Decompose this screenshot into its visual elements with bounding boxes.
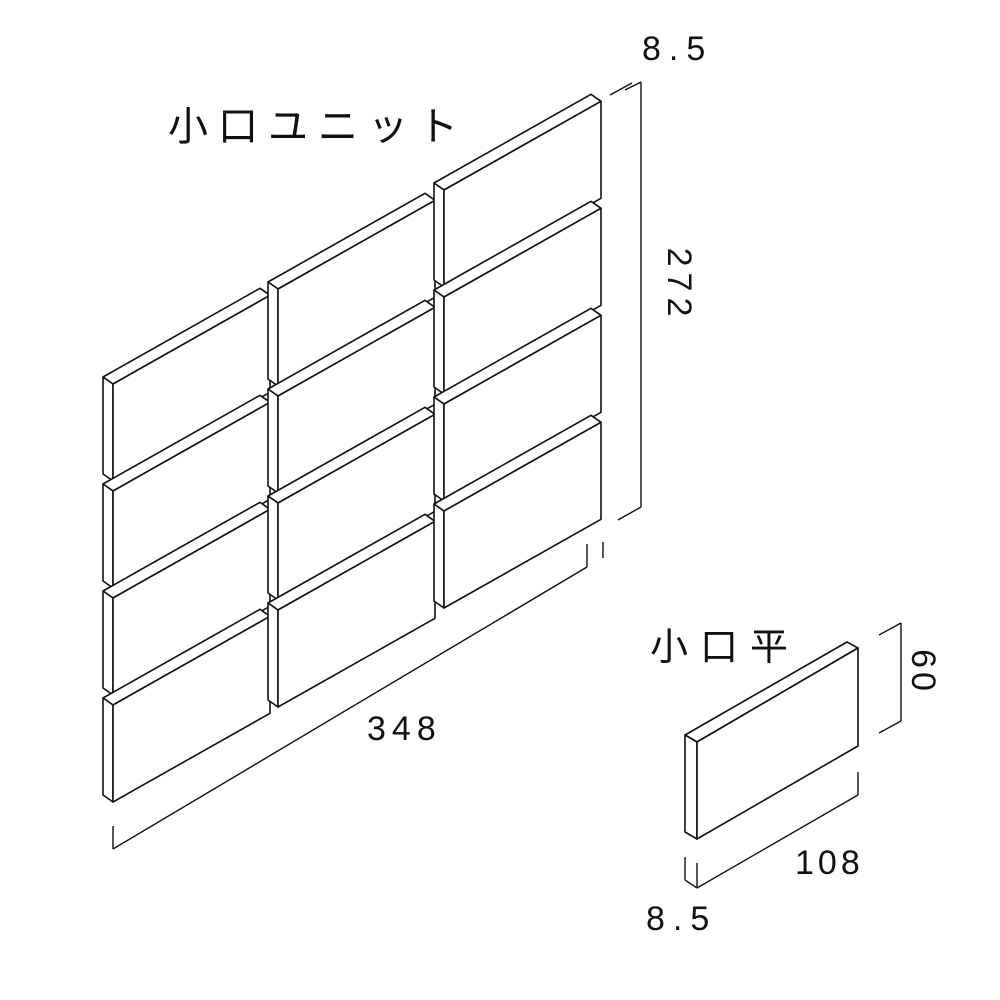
tile-side-edge	[267, 495, 279, 601]
unit-panel-title: 小口ユニット	[168, 104, 468, 150]
tile-face	[443, 421, 602, 609]
tile-side-edge	[267, 388, 279, 494]
single-tile	[684, 641, 859, 840]
tile-face	[112, 615, 271, 803]
unit-thickness-label: 8.5	[642, 30, 713, 68]
tile-side-edge	[267, 602, 279, 708]
tile-side-edge	[102, 697, 114, 803]
tile-side-edge	[433, 289, 445, 395]
single-tile-dimensions	[684, 622, 902, 889]
tile	[433, 93, 602, 288]
tile-side-edge	[102, 590, 114, 696]
tile-side-edge	[102, 483, 114, 589]
tile-side-edge	[267, 281, 279, 387]
tile-face	[443, 207, 602, 395]
tile	[267, 406, 436, 601]
tile	[102, 608, 271, 803]
tile-face	[443, 314, 602, 502]
single-tile-title: 小口平	[650, 625, 800, 669]
tile-side-edge	[433, 396, 445, 502]
tile-side-edge	[102, 376, 114, 482]
unit-width-label: 348	[367, 710, 442, 748]
height-dimension-272: 272	[609, 81, 698, 521]
single-height-label: 60	[904, 649, 942, 695]
width-dimension-348	[112, 542, 604, 850]
tile	[267, 513, 436, 708]
single-thickness-label: 8.5	[646, 900, 717, 938]
tile	[433, 414, 602, 609]
single-width-label: 108	[795, 844, 864, 882]
tile-face	[443, 100, 602, 288]
unit-height-label: 272	[660, 248, 698, 323]
tile	[433, 307, 602, 502]
tile	[267, 299, 436, 494]
tile-side-edge	[433, 182, 445, 288]
tile-face	[277, 520, 436, 708]
unit-panel-tiles	[102, 93, 602, 803]
tile-side-edge	[433, 503, 445, 609]
tile	[267, 192, 436, 387]
